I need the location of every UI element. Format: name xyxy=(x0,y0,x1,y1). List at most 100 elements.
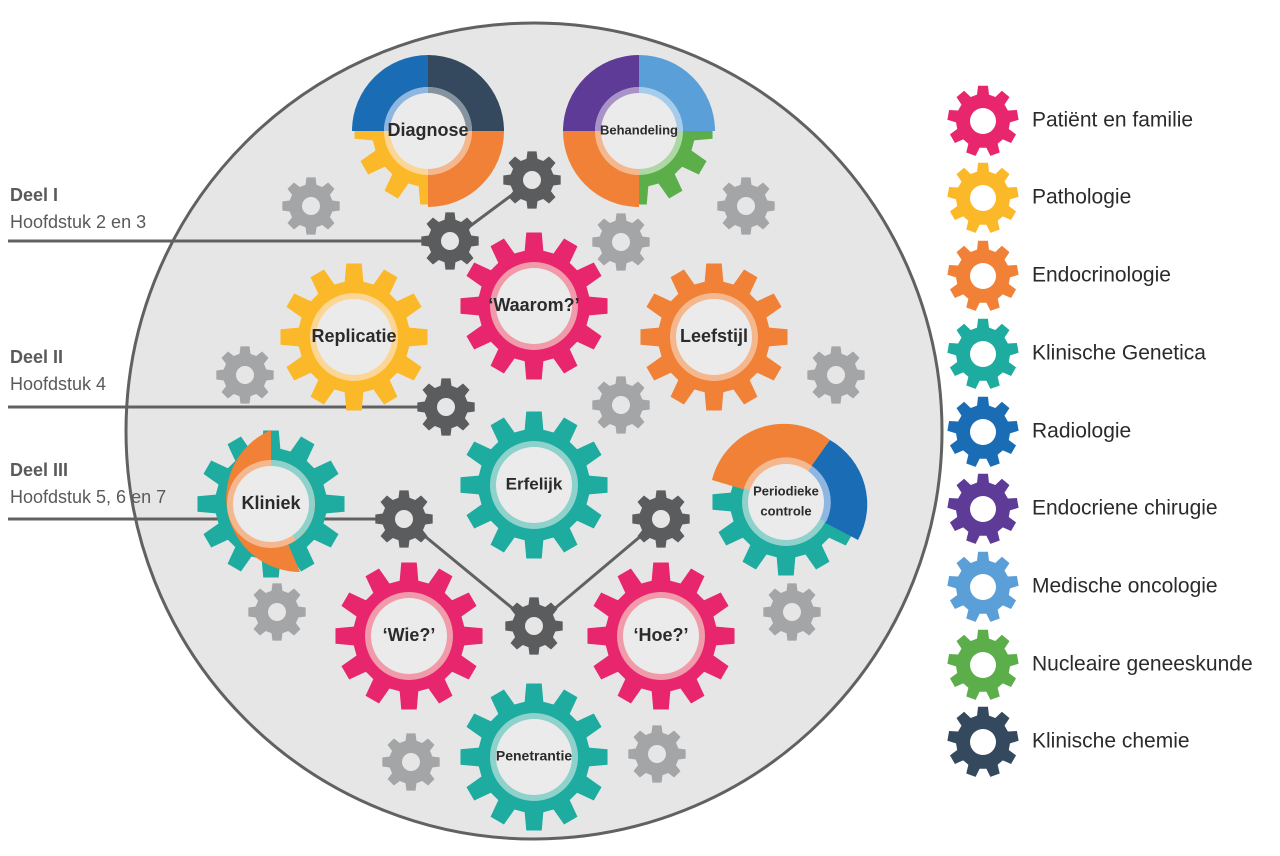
gear-label-hoe: ‘Hoe?’ xyxy=(633,625,688,645)
gear-hole xyxy=(236,366,254,384)
gear-hole xyxy=(648,745,666,763)
legend-item: Pathologie xyxy=(947,162,1131,233)
gear-label-wie: ‘Wie?’ xyxy=(383,625,436,645)
legend-label: Patiënt en familie xyxy=(1032,109,1193,132)
gear-label-replicatie: Replicatie xyxy=(311,326,396,346)
small-gear-icon xyxy=(628,725,686,783)
deel-3-title: Deel III xyxy=(10,460,68,480)
gear-hole xyxy=(737,197,755,215)
gear-hole xyxy=(970,652,996,678)
gear-wie: ‘Wie?’ xyxy=(335,562,483,710)
gear-hole xyxy=(827,366,845,384)
gear-icon xyxy=(947,240,1019,311)
dark-gear-icon xyxy=(417,378,475,436)
gear-hole xyxy=(970,341,996,367)
gear-hole xyxy=(970,496,996,522)
gear-hole xyxy=(525,617,543,635)
gear-icon xyxy=(947,551,1019,622)
gear-hole xyxy=(652,510,670,528)
small-gear-icon xyxy=(592,213,650,271)
dark-gear-icon xyxy=(421,212,479,270)
small-gear-icon xyxy=(216,346,274,404)
small-gear-icon xyxy=(807,346,865,404)
gear-label-penetrantie: Penetrantie xyxy=(496,748,572,764)
gear-hole xyxy=(395,510,413,528)
gear-hole xyxy=(441,232,459,250)
small-gear-icon xyxy=(282,177,340,235)
gear-hole xyxy=(970,419,996,445)
deel-2-title: Deel II xyxy=(10,347,63,367)
legend-label: Radiologie xyxy=(1032,420,1131,443)
gear-hole xyxy=(437,398,455,416)
gear-hole xyxy=(970,185,996,211)
deel-3-subtitle: Hoofdstuk 5, 6 en 7 xyxy=(10,487,166,507)
legend-item: Klinische Genetica xyxy=(947,318,1206,389)
legend-label: Nucleaire geneeskunde xyxy=(1032,653,1253,676)
gear-penetrantie: Penetrantie xyxy=(460,683,608,831)
small-gear-icon xyxy=(592,376,650,434)
gear-hole xyxy=(402,753,420,771)
legend-item: Nucleaire geneeskunde xyxy=(947,629,1253,700)
deel-1-subtitle: Hoofdstuk 2 en 3 xyxy=(10,212,146,232)
gear-hole xyxy=(970,729,996,755)
gear-replicatie: Replicatie xyxy=(280,263,428,411)
gear-icon xyxy=(947,85,1019,156)
gear-hole xyxy=(302,197,320,215)
small-gear-icon xyxy=(248,583,306,641)
gear-periodieke-controle: Periodieke controle xyxy=(712,423,868,576)
legend-item: Klinische chemie xyxy=(947,706,1190,777)
deel-2-subtitle: Hoofdstuk 4 xyxy=(10,374,106,394)
legend-item: Radiologie xyxy=(947,396,1131,467)
legend-label: Pathologie xyxy=(1032,186,1131,209)
gear-icon xyxy=(947,396,1019,467)
gear-label-waarom: ‘Waarom?’ xyxy=(488,295,579,315)
gear-icon xyxy=(947,318,1019,389)
dark-gear-icon xyxy=(632,490,690,548)
small-gear-icon xyxy=(717,177,775,235)
gear-hole xyxy=(970,263,996,289)
gear-icon xyxy=(947,706,1019,777)
gear-label-controle: controle xyxy=(760,503,811,518)
small-gears xyxy=(216,177,865,791)
gear-label-behandeling: Behandeling xyxy=(600,122,678,137)
dark-gear-icon xyxy=(375,490,433,548)
gear-hole xyxy=(523,171,541,189)
gear-hole xyxy=(612,396,630,414)
dark-gears xyxy=(375,151,690,655)
deel-1-title: Deel I xyxy=(10,185,58,205)
legend-label: Klinische Genetica xyxy=(1032,342,1206,365)
dark-gear-icon xyxy=(503,151,561,209)
gear-kliniek: Kliniek xyxy=(197,430,345,578)
gear-hole xyxy=(612,233,630,251)
gear-label-erfelijk: Erfelijk xyxy=(506,474,563,493)
gear-hole xyxy=(970,108,996,134)
gear-hole xyxy=(783,603,801,621)
small-gear-icon xyxy=(382,733,440,791)
legend-label: Endocrinologie xyxy=(1032,264,1171,287)
legend-label: Klinische chemie xyxy=(1032,730,1190,753)
small-gear-icon xyxy=(763,583,821,641)
gear-label-periodieke: Periodieke xyxy=(753,483,819,498)
legend-item: Patiënt en familie xyxy=(947,85,1193,156)
legend: Patiënt en familie Pathologie Endocrinol… xyxy=(947,85,1253,777)
gear-label-kliniek: Kliniek xyxy=(241,493,301,513)
gear-hoe: ‘Hoe?’ xyxy=(587,562,735,710)
legend-label: Medische oncologie xyxy=(1032,575,1218,598)
gear-icon xyxy=(947,473,1019,544)
dark-gear-icon xyxy=(505,597,563,655)
gear-label-leefstijl: Leefstijl xyxy=(680,326,748,346)
legend-item: Endocrinologie xyxy=(947,240,1171,311)
legend-item: Endocriene chirugie xyxy=(947,473,1218,544)
legend-item: Medische oncologie xyxy=(947,551,1218,622)
gear-erfelijk: Erfelijk xyxy=(460,411,608,559)
gear-waarom: ‘Waarom?’ xyxy=(460,232,608,380)
gear-icon xyxy=(947,162,1019,233)
gear-label-diagnose: Diagnose xyxy=(387,120,468,140)
legend-label: Endocriene chirugie xyxy=(1032,497,1218,520)
gear-icon xyxy=(947,629,1019,700)
gear-diagnose: Diagnose xyxy=(352,55,504,207)
gear-hole xyxy=(970,574,996,600)
gear-leefstijl: Leefstijl xyxy=(640,263,788,411)
gear-hole xyxy=(268,603,286,621)
